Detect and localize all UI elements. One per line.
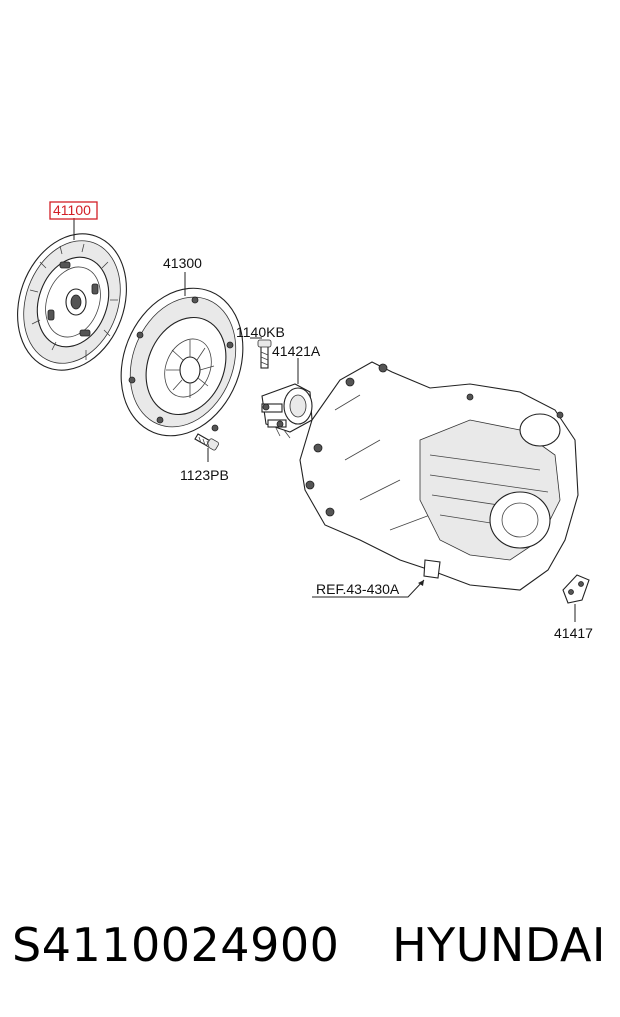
transaxle-housing: [299, 361, 579, 591]
callout-41100[interactable]: 41100: [53, 202, 91, 218]
callout-41300[interactable]: 41300: [163, 255, 202, 271]
callout-1140KB[interactable]: 1140KB: [236, 324, 285, 340]
callout-ref[interactable]: REF.43-430A: [316, 581, 400, 597]
callout-1123PB[interactable]: 1123PB: [180, 467, 229, 483]
callout-41417[interactable]: 41417: [554, 625, 593, 641]
clutch-disc[interactable]: [0, 218, 145, 385]
bracket[interactable]: [562, 574, 590, 604]
cylinder-bolt[interactable]: [257, 339, 272, 369]
leader-ref: [312, 579, 425, 598]
brand-name: HYUNDAI: [392, 918, 606, 972]
cover-bolt[interactable]: [194, 433, 219, 451]
release-cylinder[interactable]: [261, 383, 313, 439]
highlight-box: [49, 201, 98, 220]
exploded-parts-diagram: 41100 41300 1123PB 1140KB: [0, 201, 593, 641]
callout-41421A[interactable]: 41421A: [272, 343, 321, 359]
footer-caption: S4110024900 HYUNDAI: [0, 905, 620, 985]
leader-arrow: [418, 580, 424, 586]
part-number: S4110024900: [12, 918, 340, 972]
clutch-cover[interactable]: [100, 270, 264, 454]
